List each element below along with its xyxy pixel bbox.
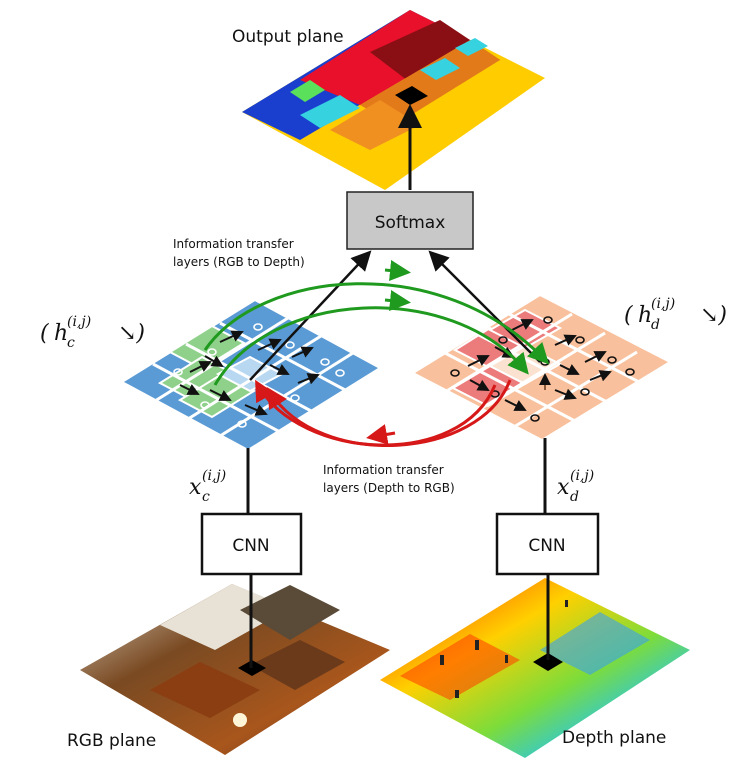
- depth-hidden-grid: [410, 293, 673, 442]
- cnn-right-label: CNN: [528, 536, 565, 556]
- svg-text:h: h: [54, 321, 68, 346]
- output-plane-label: Output plane: [232, 27, 344, 47]
- depth-plane-label: Depth plane: [562, 728, 666, 748]
- svg-text:d: d: [570, 489, 579, 505]
- svg-text:(: (: [624, 303, 633, 328]
- softmax-label: Softmax: [375, 213, 446, 233]
- svg-text:(i,j): (i,j): [67, 314, 91, 330]
- rgb-hidden-grid: [120, 298, 382, 452]
- svg-text:d: d: [651, 317, 660, 333]
- svg-text:(: (: [40, 321, 49, 346]
- transfer-rgb-to-depth-arrows: [203, 260, 550, 386]
- transfer-rgb-to-depth-label-line1: Information transfer: [173, 237, 294, 251]
- cnn-left-label: CNN: [232, 536, 269, 556]
- hc-label: ( h c (i,j) ↘): [40, 314, 145, 351]
- transfer-depth-to-rgb-label-line2: layers (Depth to RGB): [323, 481, 455, 495]
- svg-text:(i,j): (i,j): [202, 468, 226, 484]
- xd-label: x d (i,j): [557, 468, 594, 505]
- svg-text:(i,j): (i,j): [570, 468, 594, 484]
- hd-label: ( h d (i,j) ↘): [624, 296, 727, 333]
- svg-text:x: x: [557, 475, 570, 500]
- rgb-plane-label: RGB plane: [67, 731, 156, 751]
- svg-text:(i,j): (i,j): [651, 296, 675, 312]
- svg-text:c: c: [67, 335, 75, 351]
- transfer-rgb-to-depth-label-line2: layers (RGB to Depth): [173, 255, 305, 269]
- depth-plane-image: [380, 578, 690, 758]
- svg-text:↘): ↘): [700, 303, 727, 328]
- transfer-depth-to-rgb-label-line1: Information transfer: [323, 463, 444, 477]
- rgb-plane-image: [80, 584, 390, 755]
- transfer-depth-to-rgb-arrows: [255, 379, 512, 448]
- svg-text:↘): ↘): [118, 321, 145, 346]
- svg-text:c: c: [202, 489, 210, 505]
- output-plane-image: [242, 10, 545, 190]
- svg-text:h: h: [638, 303, 652, 328]
- xc-label: x c (i,j): [189, 468, 226, 505]
- depth-to-softmax-arrow: [428, 250, 541, 363]
- svg-text:x: x: [189, 475, 202, 500]
- softmax-box: [346, 191, 474, 250]
